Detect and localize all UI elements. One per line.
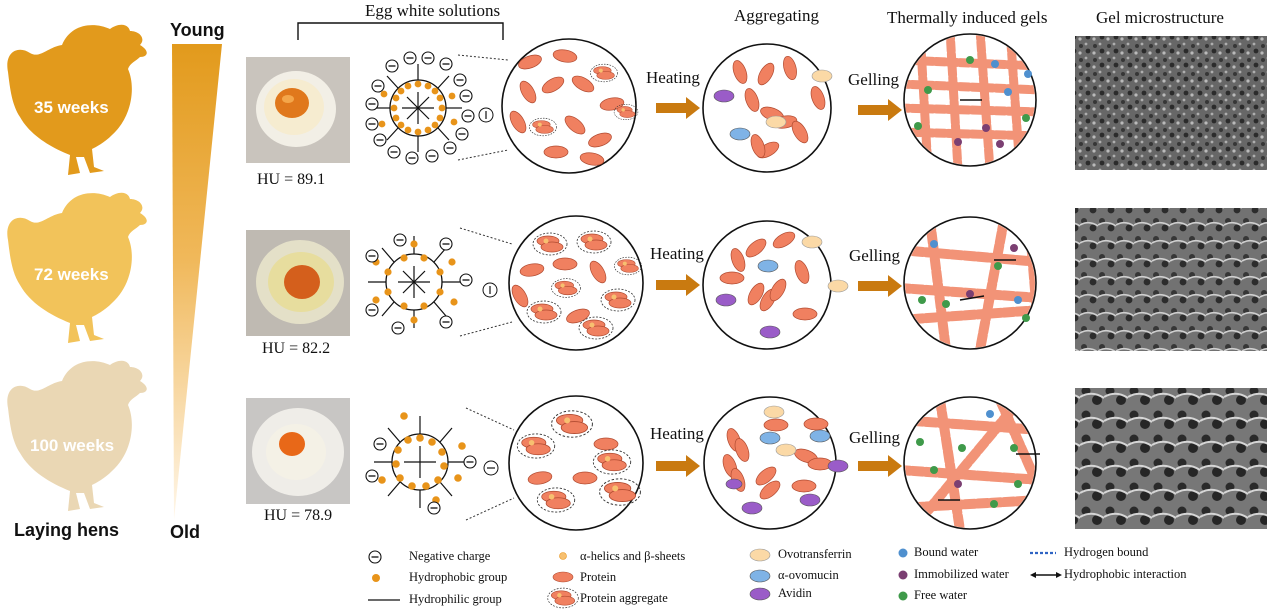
micelle-row1 [365, 51, 475, 165]
solution-circle-row3 [508, 395, 644, 531]
legend-hydrophobic-group: Hydrophobic group [409, 570, 508, 584]
sem-image-35 [1075, 36, 1267, 170]
micelle-row2 [365, 233, 473, 335]
legend-protein: Protein [580, 570, 617, 584]
aggregating-circle-row2 [702, 220, 849, 350]
age-gradient-wedge [172, 44, 222, 520]
header-thermal-gels: Thermally induced gels [887, 8, 1048, 27]
legend-hydrophobic-interaction: Hydrophobic interaction [1064, 567, 1187, 581]
legend-bound-water: Bound water [914, 545, 979, 559]
legend-symbols [368, 548, 1062, 609]
hen-age-100: 100 weeks [30, 436, 115, 455]
sem-image-72 [1075, 208, 1267, 351]
egg-photo-35 [246, 57, 350, 163]
legend-hydrophilic-group: Hydrophilic group [409, 592, 502, 606]
legend-immobilized-water: Immobilized water [914, 567, 1009, 581]
aggregating-circle-row1 [702, 43, 833, 173]
header-egg-white-solutions: Egg white solutions [365, 1, 501, 20]
legend-helices-sheets: α-helics and β-sheets [580, 549, 686, 563]
legend-hydrogen-bound: Hydrogen bound [1064, 545, 1149, 559]
legend-protein-aggregate: Protein aggregate [580, 591, 668, 605]
hu-value-35: HU = 89.1 [257, 171, 326, 188]
gel-network-row3 [903, 396, 1040, 530]
legend-ovotransferrin: Ovotransferrin [778, 547, 852, 561]
solution-circle-row1 [501, 38, 639, 174]
aggregating-circle-row3 [703, 396, 849, 530]
zoom-lens-row1 [457, 54, 509, 161]
heating-label-row2: Heating [650, 244, 704, 263]
header-gel-microstructure: Gel microstructure [1096, 8, 1224, 27]
sem-image-100 [1075, 388, 1267, 529]
young-label: Young [170, 20, 225, 40]
heating-label-row1: Heating [646, 68, 700, 87]
old-label: Old [170, 522, 200, 542]
legend-ovomucin: α-ovomucin [778, 568, 839, 582]
header-bracket [297, 22, 504, 40]
laying-hens-label: Laying hens [14, 520, 120, 540]
gel-network-row2 [903, 216, 1037, 350]
heating-label-row3: Heating [650, 424, 704, 443]
egg-photo-72 [246, 230, 350, 336]
zoom-lens-row3 [465, 407, 515, 521]
gel-network-row1 [903, 33, 1037, 167]
gelling-label-row1: Gelling [848, 70, 899, 89]
legend-negative-charge: Negative charge [409, 549, 491, 563]
solution-circle-row2 [508, 215, 644, 351]
egg-photo-100 [246, 398, 350, 504]
gelling-label-row2: Gelling [849, 246, 900, 265]
gelling-label-row3: Gelling [849, 428, 900, 447]
hen-age-72: 72 weeks [34, 265, 109, 284]
micelle-row3 [365, 412, 477, 515]
header-aggregating: Aggregating [734, 6, 819, 25]
hen-age-35: 35 weeks [34, 98, 109, 117]
hu-value-72: HU = 82.2 [262, 340, 331, 357]
legend-free-water: Free water [914, 588, 968, 602]
legend-avidin: Avidin [778, 586, 812, 600]
hu-value-100: HU = 78.9 [264, 507, 333, 524]
zoom-lens-row2 [459, 227, 513, 337]
